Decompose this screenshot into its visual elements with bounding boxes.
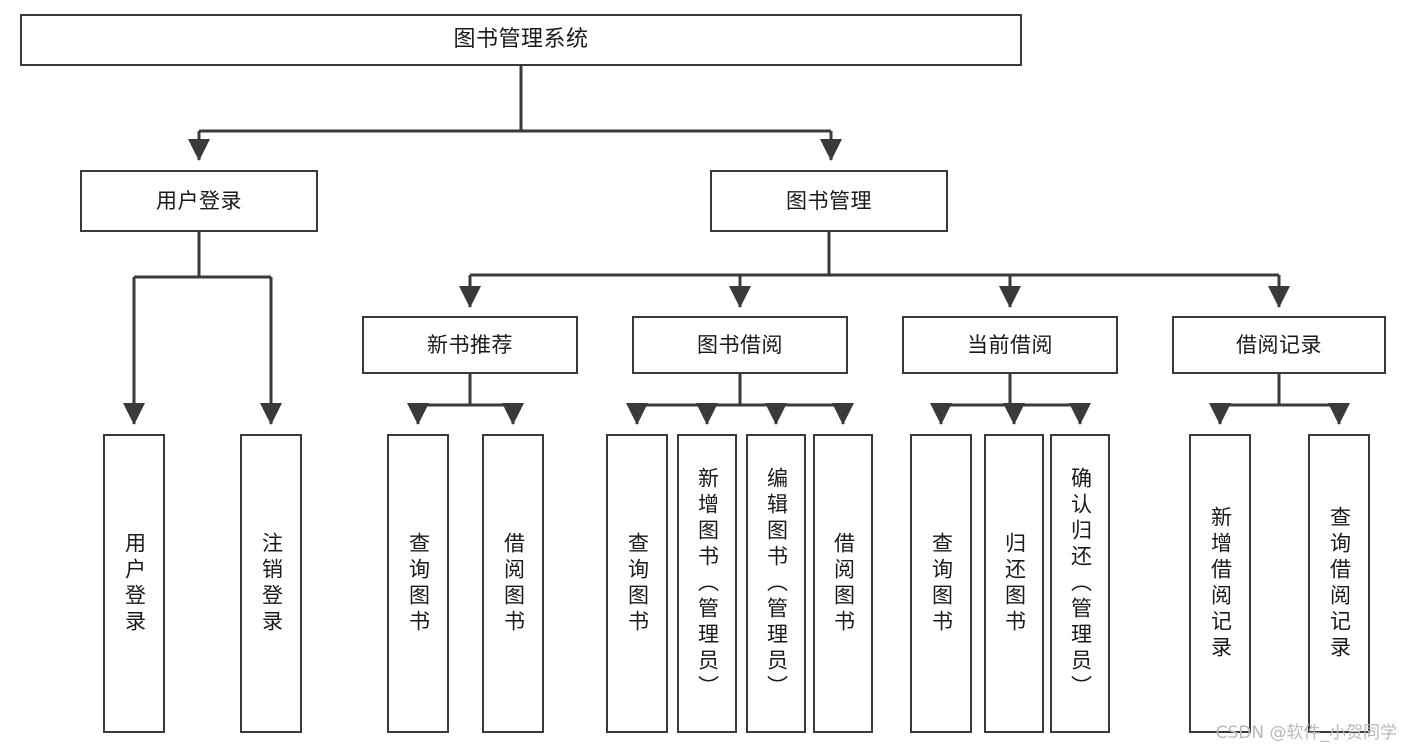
node-leaf-borrow-book-rec[interactable]: 借阅图书 bbox=[482, 434, 544, 733]
node-leaf-borrow-book-label: 借阅图书 bbox=[831, 531, 856, 636]
node-leaf-return-book[interactable]: 归还图书 bbox=[984, 434, 1044, 733]
node-new-book-rec[interactable]: 新书推荐 bbox=[362, 316, 578, 374]
node-current-borrow-label: 当前借阅 bbox=[967, 332, 1053, 357]
node-user-login-label: 用户登录 bbox=[156, 188, 242, 213]
node-leaf-user-login-label: 用户登录 bbox=[122, 531, 147, 636]
node-leaf-borrow-book[interactable]: 借阅图书 bbox=[813, 434, 873, 733]
node-current-borrow[interactable]: 当前借阅 bbox=[902, 316, 1118, 374]
node-leaf-add-book[interactable]: 新增图书（管理员） bbox=[677, 434, 737, 733]
node-borrow-record[interactable]: 借阅记录 bbox=[1172, 316, 1386, 374]
node-leaf-query-book-rec[interactable]: 查询图书 bbox=[387, 434, 449, 733]
node-leaf-edit-book-label: 编辑图书（管理员） bbox=[764, 466, 789, 701]
node-leaf-user-logout-label: 注销登录 bbox=[259, 531, 284, 636]
node-leaf-user-logout[interactable]: 注销登录 bbox=[240, 434, 302, 733]
node-leaf-query-book-rec-label: 查询图书 bbox=[406, 531, 431, 636]
node-book-manage[interactable]: 图书管理 bbox=[710, 170, 948, 232]
node-leaf-query-record-label: 查询借阅记录 bbox=[1327, 505, 1352, 662]
csdn-watermark: CSDN @软件_小贺同学 bbox=[1215, 723, 1397, 743]
node-leaf-add-book-label: 新增图书（管理员） bbox=[695, 466, 720, 701]
node-leaf-user-login[interactable]: 用户登录 bbox=[103, 434, 165, 733]
node-leaf-add-record[interactable]: 新增借阅记录 bbox=[1189, 434, 1251, 733]
node-user-login[interactable]: 用户登录 bbox=[80, 170, 318, 232]
node-leaf-borrow-book-rec-label: 借阅图书 bbox=[501, 531, 526, 636]
node-leaf-query-book-borrow[interactable]: 查询图书 bbox=[606, 434, 668, 733]
node-leaf-query-record[interactable]: 查询借阅记录 bbox=[1308, 434, 1370, 733]
node-leaf-query-book-borrow-label: 查询图书 bbox=[625, 531, 650, 636]
node-leaf-edit-book[interactable]: 编辑图书（管理员） bbox=[746, 434, 806, 733]
node-book-borrow-label: 图书借阅 bbox=[697, 332, 783, 357]
node-leaf-confirm-return[interactable]: 确认归还（管理员） bbox=[1050, 434, 1110, 733]
node-leaf-query-book-cur[interactable]: 查询图书 bbox=[910, 434, 972, 733]
node-root-label: 图书管理系统 bbox=[453, 27, 589, 53]
node-new-book-rec-label: 新书推荐 bbox=[427, 332, 513, 357]
node-leaf-confirm-return-label: 确认归还（管理员） bbox=[1068, 466, 1093, 701]
node-book-borrow[interactable]: 图书借阅 bbox=[632, 316, 848, 374]
node-leaf-query-book-cur-label: 查询图书 bbox=[929, 531, 954, 636]
node-book-manage-label: 图书管理 bbox=[786, 188, 872, 213]
node-leaf-add-record-label: 新增借阅记录 bbox=[1208, 505, 1233, 662]
node-leaf-return-book-label: 归还图书 bbox=[1002, 531, 1027, 636]
node-borrow-record-label: 借阅记录 bbox=[1236, 332, 1322, 357]
node-root[interactable]: 图书管理系统 bbox=[20, 14, 1022, 66]
